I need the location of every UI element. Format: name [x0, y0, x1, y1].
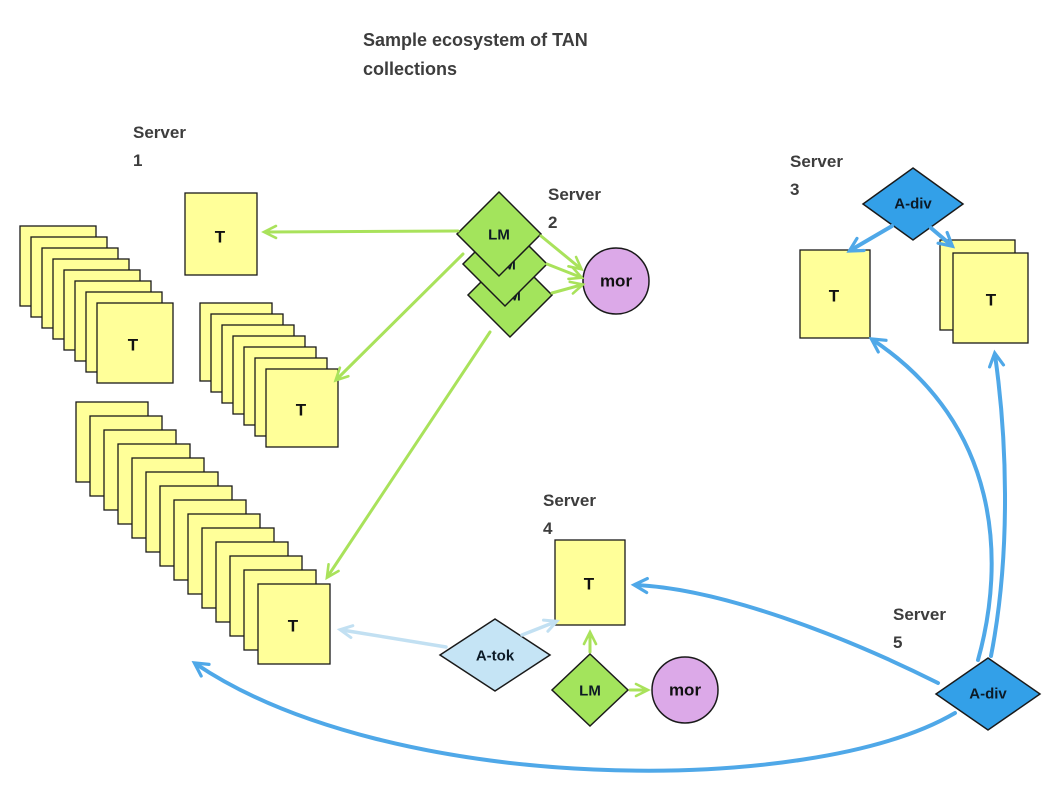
a-tok-diamond — [438, 618, 552, 692]
server3-label-num: 3 — [790, 180, 799, 199]
arrow-lm-to-stack-c — [325, 330, 492, 581]
server1-doc-stack-c — [75, 401, 331, 665]
diagram-title-line2: collections — [363, 59, 457, 79]
server5-label-num: 5 — [893, 633, 902, 652]
a-div-diamond — [861, 167, 965, 241]
a-div-diamond-label: A-div — [969, 686, 1007, 703]
t-collection-label: T — [288, 617, 299, 636]
server3-label-name: Server — [790, 152, 843, 171]
server1-doc-stack-b — [199, 302, 339, 448]
t-collection-label: T — [128, 336, 139, 355]
t-document — [184, 192, 258, 276]
server5-label-name: Server — [893, 605, 946, 624]
arrow-adiv5-to-t4 — [630, 576, 940, 685]
lm-diamond — [455, 190, 543, 278]
t-document — [799, 249, 871, 339]
t-document-label: T — [829, 287, 840, 306]
arrow-adiv3-to-t3 — [846, 224, 894, 253]
lm-diamond-label: LM — [488, 227, 510, 244]
arrow-atok-to-t4 — [520, 618, 560, 637]
server3-label: Server 3 — [790, 152, 843, 199]
server3-doc-stack — [939, 239, 1029, 344]
diagram-title-line1: Sample ecosystem of TAN — [363, 30, 588, 50]
lm-diamond-label: LM — [579, 683, 601, 700]
arrow-lm3-to-mor — [550, 280, 586, 295]
arrow-lm-to-stack-b — [333, 252, 465, 383]
a-div-diamond — [934, 657, 1042, 731]
server2-label-num: 2 — [548, 213, 557, 232]
arrow-adiv5-to-t3 — [868, 337, 994, 662]
server1-label-name: Server — [133, 123, 186, 142]
arrow-adiv5-to-stack-c — [191, 660, 957, 773]
document — [265, 368, 339, 448]
lm-diamond — [550, 652, 630, 728]
server4-label-num: 4 — [543, 519, 553, 538]
server2-label-name: Server — [548, 185, 601, 204]
lm-diamond-stack: LM LM LM — [455, 190, 554, 339]
server1-label: Server 1 — [133, 123, 186, 170]
arrow-lm-to-t-single — [261, 224, 460, 240]
server1-label-num: 1 — [133, 151, 142, 170]
document — [96, 302, 174, 384]
t-document — [554, 539, 626, 626]
document — [257, 583, 331, 665]
server4-label: Server 4 — [543, 491, 596, 538]
arrow-adiv3-to-stack3 — [929, 226, 956, 249]
arrow-atok-to-stack-c — [336, 624, 448, 649]
arrow-lm2-to-mor — [545, 262, 585, 281]
a-div-diamond-label: A-div — [894, 196, 932, 213]
server1-doc-stack-a — [19, 225, 174, 384]
t-document-label: T — [215, 228, 226, 247]
t-document-label: T — [584, 575, 595, 594]
a-tok-diamond-label: A-tok — [476, 648, 515, 665]
server2-label: Server 2 — [548, 185, 601, 232]
server5-label: Server 5 — [893, 605, 946, 652]
t-collection-label: T — [986, 291, 997, 310]
arrow-lm1-to-mor — [539, 234, 584, 272]
document — [952, 252, 1029, 344]
mor-circle-label: mor — [669, 681, 702, 700]
t-collection-label: T — [296, 401, 307, 420]
arrow-adiv5-to-stack3 — [988, 349, 1007, 658]
mor-circle — [651, 656, 719, 724]
server4-label-name: Server — [543, 491, 596, 510]
mor-circle-label: mor — [600, 272, 633, 291]
